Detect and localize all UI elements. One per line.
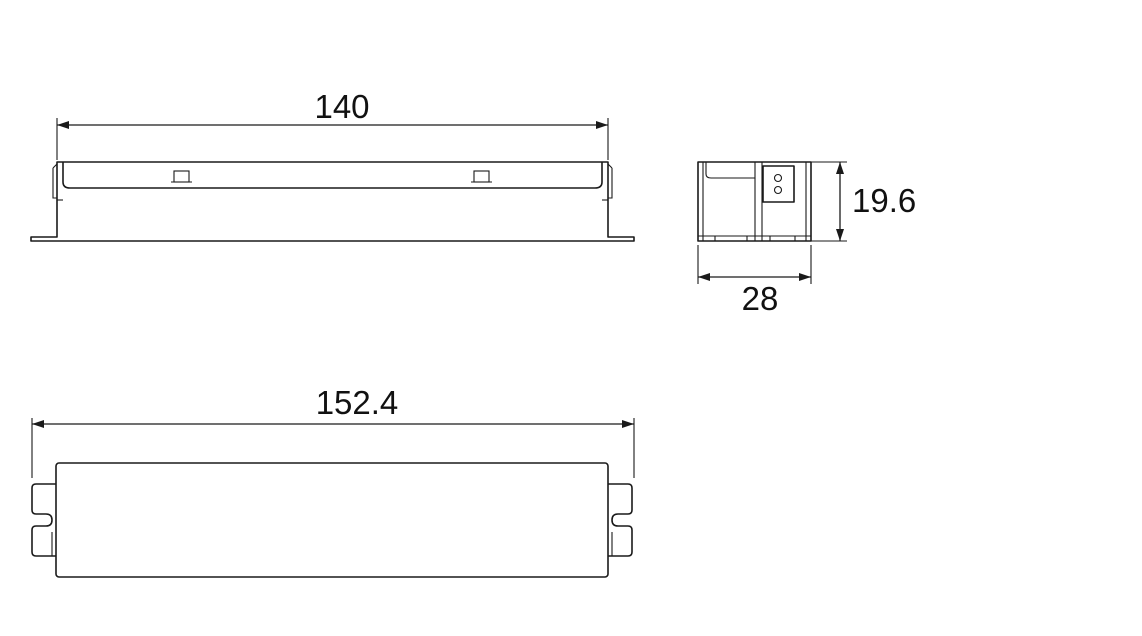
dimension-140: 140	[56, 88, 609, 160]
dimension-label-152-4: 152.4	[316, 384, 399, 421]
plan-view: 152.4	[31, 384, 635, 578]
dimension-19-6: 19.6	[811, 161, 916, 242]
right-mounting-tab	[608, 483, 633, 557]
connector-pin-bottom	[773, 185, 783, 195]
dimension-label-28: 28	[742, 280, 779, 317]
side-slot-left	[171, 170, 192, 183]
dimension-label-19-6: 19.6	[852, 182, 916, 219]
left-mounting-tab	[31, 483, 56, 557]
side-view: 140	[30, 88, 635, 242]
dimension-label-140: 140	[314, 88, 369, 125]
connector-block	[762, 165, 795, 203]
right-end-clip	[607, 163, 613, 199]
plan-body-outline	[55, 462, 609, 578]
end-view: 19.6 28	[697, 161, 916, 317]
side-slot-right	[471, 170, 492, 183]
left-end-clip	[52, 163, 58, 199]
dimension-28: 28	[697, 245, 812, 317]
side-body-outline	[30, 161, 635, 242]
connector-pin-top	[773, 173, 783, 183]
dimension-152-4: 152.4	[31, 384, 635, 478]
side-inner-lip	[62, 162, 603, 189]
